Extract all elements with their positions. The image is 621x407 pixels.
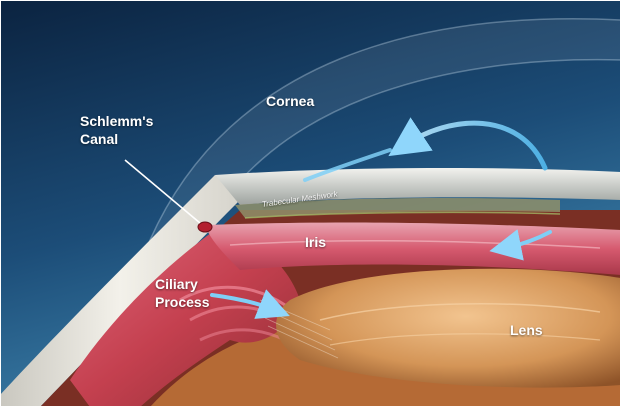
- label-schlemms-canal-line1: Schlemm's: [80, 113, 153, 129]
- label-ciliary-process-line1: Ciliary: [155, 276, 198, 292]
- label-ciliary-process-line2: Process: [155, 294, 209, 310]
- label-schlemms-canal-line2: Canal: [80, 131, 118, 147]
- label-cornea: Cornea: [266, 93, 314, 111]
- label-iris: Iris: [305, 234, 326, 252]
- label-ciliary-process: Ciliary Process: [155, 276, 209, 311]
- schlemms-canal-opening: [198, 222, 212, 232]
- label-schlemms-canal: Schlemm's Canal: [80, 113, 153, 148]
- label-lens: Lens: [510, 322, 543, 340]
